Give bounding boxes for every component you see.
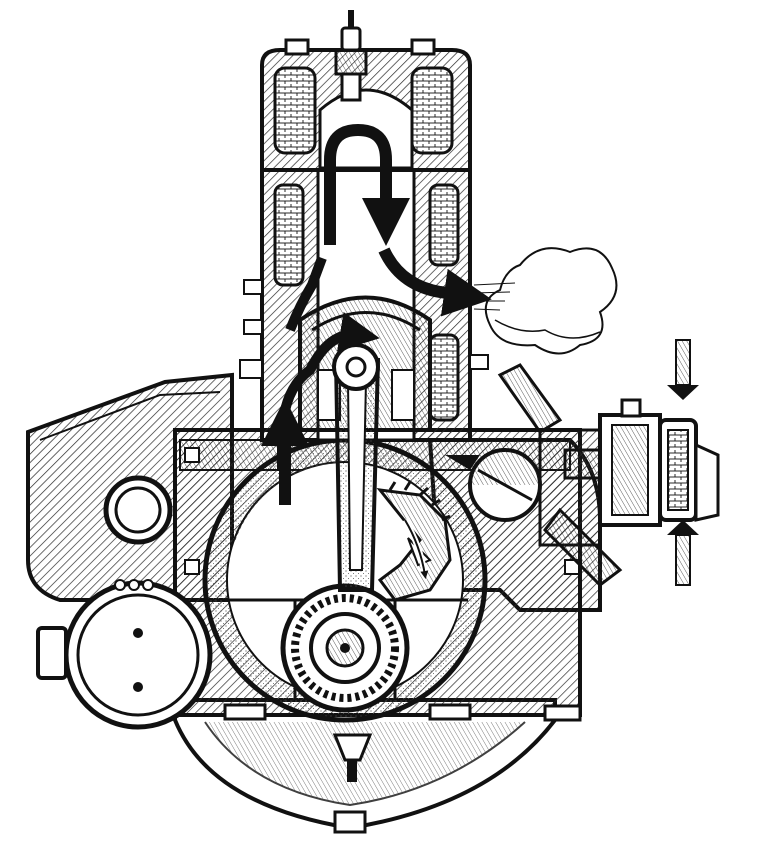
drain-plug [332,733,373,782]
crankshaft-bearing-icon [280,583,410,713]
spark-plug-icon [334,10,368,102]
exhaust-smoke-cloud-icon [473,247,618,355]
inlet-arrow-icon [667,339,699,586]
flow-arrow-icon [261,123,492,579]
connecting-rod-icon [332,343,381,592]
flywheel-housing [173,698,557,834]
oil-filler-port [103,475,173,545]
carburettor [497,363,720,587]
magneto-cover [36,579,213,730]
